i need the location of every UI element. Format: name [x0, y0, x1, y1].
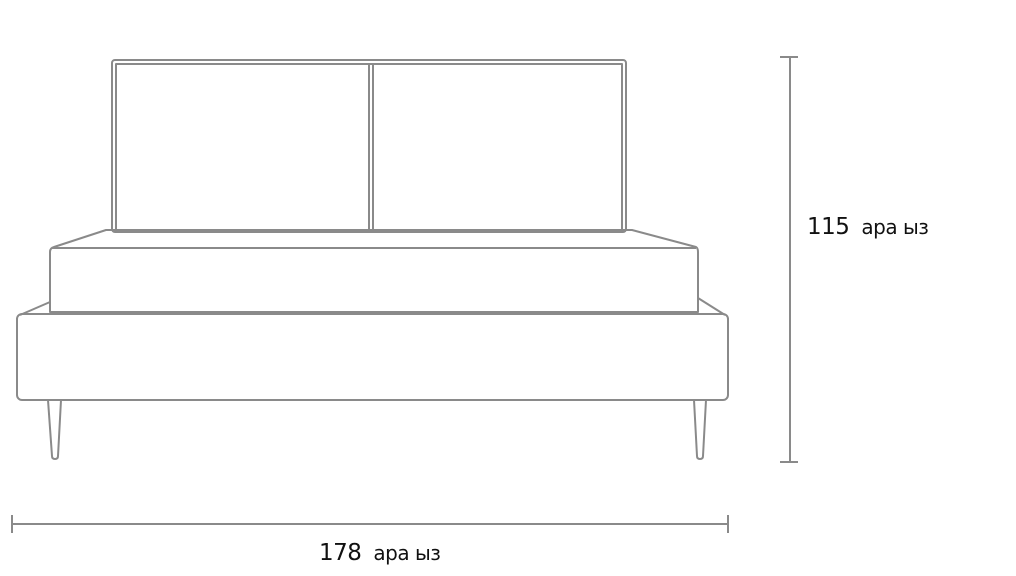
- headboard: [111, 59, 627, 233]
- height-label: 115 ара ыз: [807, 214, 929, 240]
- bed-legs: [47, 399, 707, 460]
- width-label: 178 ара ыз: [319, 540, 441, 566]
- height-unit: ара ыз: [861, 215, 929, 239]
- height-dimension-line: [780, 56, 798, 463]
- height-value: 115: [807, 214, 850, 240]
- mattress: [49, 229, 699, 313]
- bed-base: [16, 297, 729, 401]
- width-unit: ара ыз: [373, 541, 441, 565]
- width-dimension-line: [11, 515, 729, 533]
- width-value: 178: [319, 540, 362, 566]
